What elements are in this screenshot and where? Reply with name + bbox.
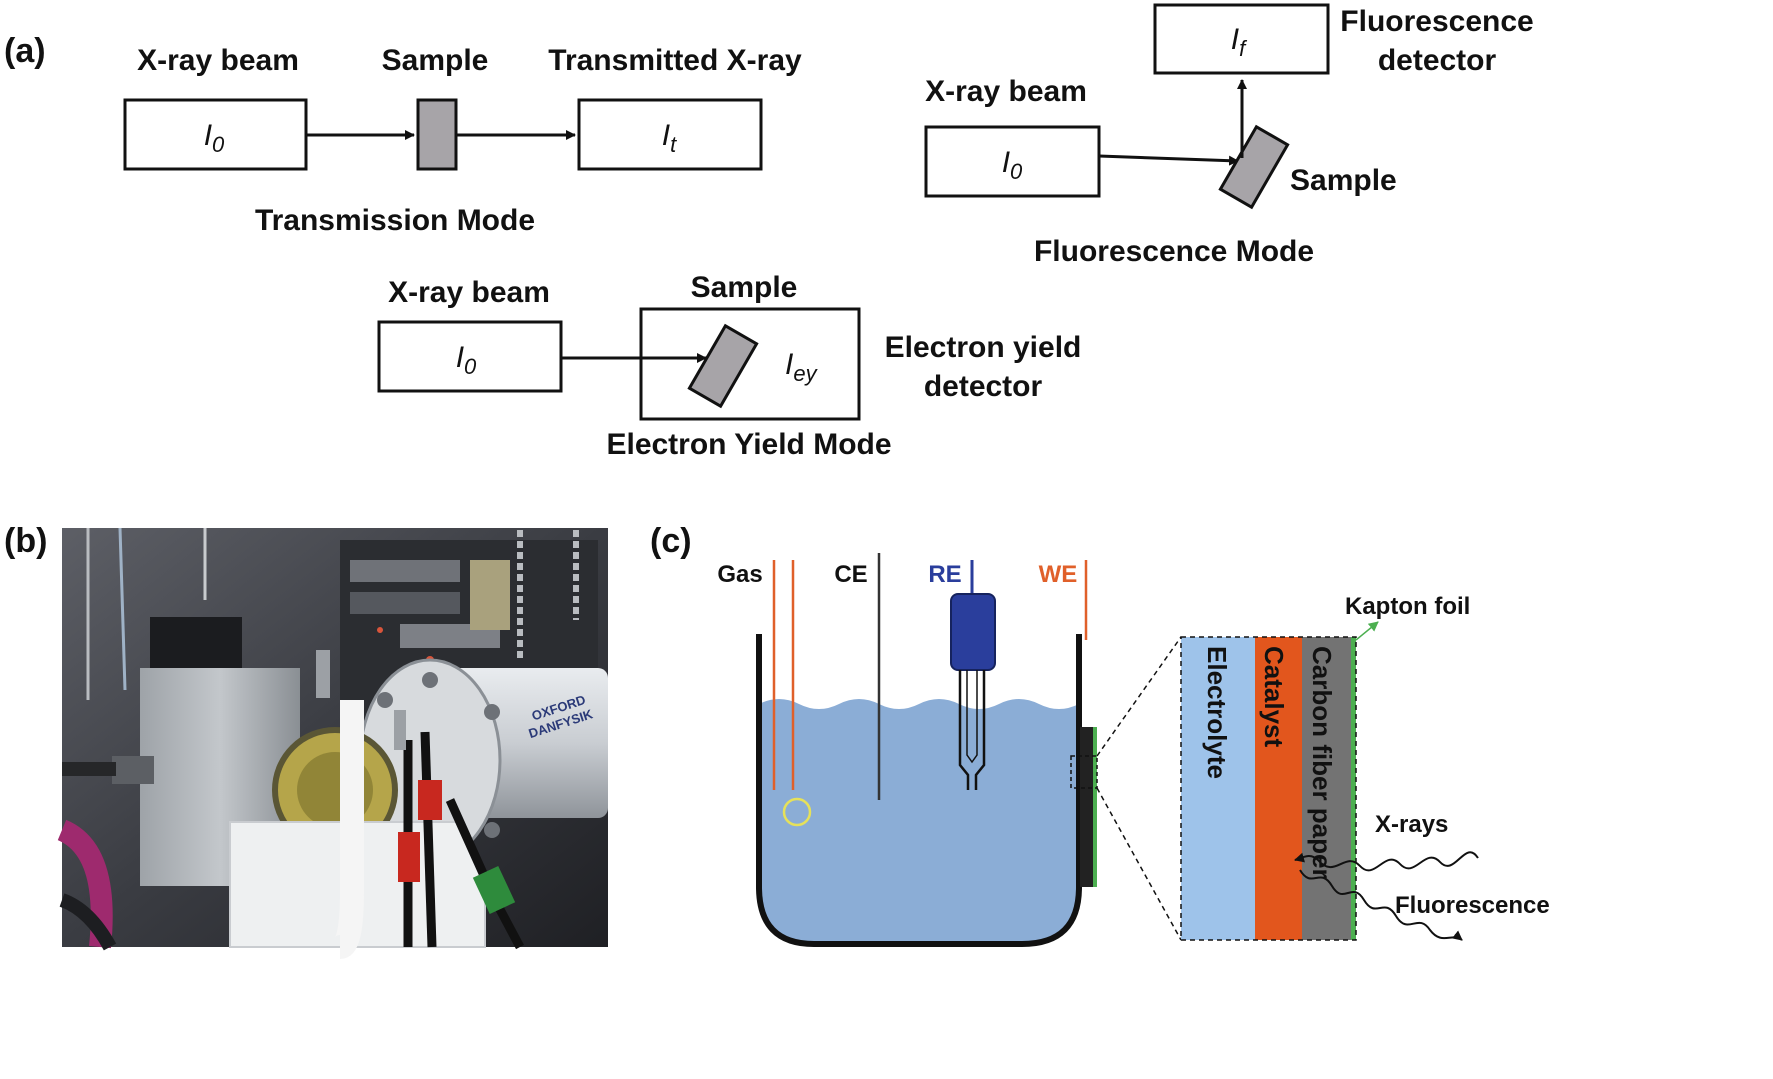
experimental-setup-photo: OXFORD DANFYSIK [57, 527, 608, 959]
green-lead [472, 865, 516, 915]
panel-b: (b) [4, 522, 608, 959]
fluorescence-incident-box [924, 125, 1101, 198]
panel-a-label: (a) [4, 32, 46, 70]
kapton-foil-layer [1351, 637, 1356, 940]
metal-clip [394, 710, 406, 750]
fluorescence-mode-label: Fluorescence Mode [1034, 235, 1314, 268]
fluorescence-incident-arrow [1098, 154, 1239, 166]
connector [112, 756, 154, 784]
fluorescence-detector-label-line1: Fluorescence [1340, 5, 1533, 38]
electron-yield-beam-label: X-ray beam [388, 276, 550, 309]
rack-module [470, 560, 510, 630]
flange-bolt [377, 692, 393, 708]
transmitted-xray-label: Transmitted X-ray [548, 44, 802, 77]
kapton-foil-label: Kapton foil [1345, 593, 1470, 620]
dark-enclosure [150, 617, 242, 675]
electron-yield-sample-label: Sample [691, 271, 798, 304]
re-label: RE [928, 561, 961, 588]
electrolyte-layer-label: Electrolyte [1202, 646, 1232, 779]
carbon-fiber-layer [1302, 637, 1351, 940]
red-lead [418, 780, 442, 820]
ce-label: CE [834, 561, 867, 588]
reference-electrode-head [950, 593, 996, 671]
fluorescence-sample-label: Sample [1290, 164, 1397, 197]
indicator-light [377, 627, 383, 633]
kapton-window-strip [1093, 727, 1097, 887]
xrays-label: X-rays [1375, 811, 1448, 838]
electron-yield-i0-text: I0 [456, 341, 477, 379]
gas-bubble [782, 797, 812, 827]
flange-bolt [422, 672, 438, 688]
transmission-it-text: It [662, 119, 677, 157]
fluorescence-beam-label: X-ray beam [925, 75, 1087, 108]
fluorescence-i0-text: I0 [1002, 146, 1023, 184]
kapton-pointer-arrow [1355, 621, 1379, 641]
working-electrode-window [1080, 727, 1093, 887]
transmission-mode-label: Transmission Mode [255, 204, 535, 237]
fluorescence-label: Fluorescence [1395, 892, 1550, 919]
we-label: WE [1039, 561, 1078, 588]
fluorescence-detector-box [1153, 3, 1330, 75]
gas-label: Gas [717, 561, 762, 588]
electrolyte-liquid [759, 699, 1079, 944]
electron-yield-detector-label-line1: Electron yield [885, 331, 1082, 364]
catalyst-layer [1255, 637, 1302, 940]
reference-electrode-body [958, 670, 986, 790]
reference-electrode-inner [966, 670, 978, 764]
electron-yield-iey-text: Iey [785, 348, 819, 386]
rack-unit [350, 560, 460, 582]
zoom-line-bottom [1096, 787, 1182, 941]
flange-bolt [484, 822, 500, 838]
electrode-layer-stack: Electrolyte Catalyst Carbon fiber paper [1180, 636, 1357, 941]
carbon-fiber-layer-label: Carbon fiber paper [1307, 646, 1337, 879]
fluorescence-if-text: If [1231, 23, 1248, 61]
panel-a: (a) X-ray beam Sample Transmitted X-ray … [4, 3, 1534, 461]
metal-clip [316, 650, 330, 698]
electron-yield-detector-box [639, 307, 861, 421]
electron-yield-detector-label-line2: detector [924, 370, 1043, 403]
transmitted-beam-box [577, 98, 763, 171]
black-cable [59, 893, 117, 951]
black-wire [420, 731, 437, 948]
panel-b-label: (b) [4, 522, 47, 560]
transmission-sample-block [416, 98, 458, 171]
electron-yield-incident-box [377, 320, 563, 393]
transmission-sample-label: Sample [382, 44, 489, 77]
fluorescence-mode-diagram: If Fluorescence detector X-ray beam I0 S… [924, 3, 1534, 268]
incident-beam-box [123, 98, 308, 171]
flange-bolt [484, 704, 500, 720]
fluorescence-detector-label-line2: detector [1378, 44, 1497, 77]
transmission-mode-diagram: X-ray beam Sample Transmitted X-ray I0 I… [123, 44, 802, 237]
rack-unit [350, 592, 460, 614]
electron-yield-sample-block [687, 323, 759, 409]
fluorescence-sample-block [1218, 124, 1290, 210]
transmission-beam-label: X-ray beam [137, 44, 299, 77]
cable [118, 527, 127, 691]
zoom-line-top [1096, 636, 1182, 757]
cable-connector [62, 762, 116, 776]
panel-c: (c) Gas CE RE WE [650, 522, 1550, 947]
panel-c-label: (c) [650, 522, 692, 560]
catalyst-layer-label: Catalyst [1259, 646, 1289, 747]
layer-stack-border [1180, 636, 1357, 941]
transmission-i0-text: I0 [204, 119, 225, 157]
zoom-region [1070, 755, 1098, 789]
white-lead [334, 700, 364, 959]
red-lead [398, 832, 420, 882]
xray-incident-wave [1294, 851, 1479, 872]
electron-yield-mode-label: Electron Yield Mode [606, 428, 891, 461]
fluorescence-emission-wave [1299, 869, 1463, 941]
beaker-outline [756, 634, 1082, 947]
electron-yield-mode-diagram: X-ray beam Sample I0 Iey Electron yield … [377, 271, 1082, 461]
electrolyte-layer [1181, 637, 1255, 940]
